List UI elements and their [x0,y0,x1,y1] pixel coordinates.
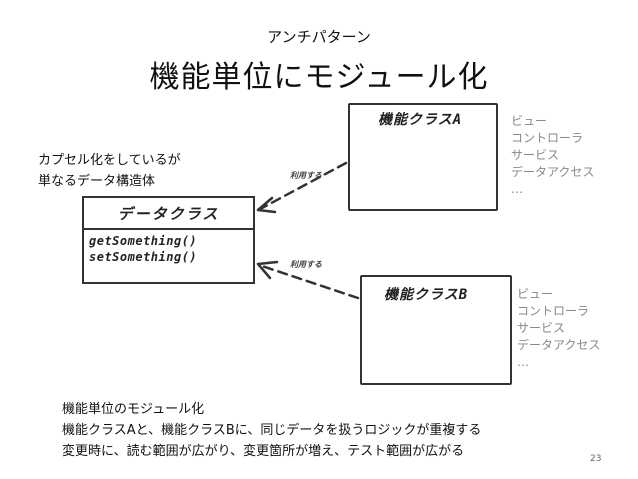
slide-subtitle: アンチパターン [267,28,371,46]
layer-item: データアクセス [517,338,601,352]
summary-line: 機能クラスAと、機能クラスBに、同じデータを扱うロジックが重複する [62,423,482,438]
layer-item: ビュー [517,287,554,301]
data-class-label: データクラス [84,198,253,230]
layer-item: コントローラ [511,131,584,145]
feature-class-b-label: 機能クラスB [384,287,469,303]
note-line: カプセル化をしているが [38,153,181,168]
encapsulation-note: カプセル化をしているが 単なるデータ構造体 [38,150,181,192]
class-b-layer-list: ビュー コントローラ サービス データアクセス … [517,286,600,371]
page-number: 23 [590,454,602,464]
feature-class-a-box: 機能クラスA [348,103,498,211]
summary-line: 変更時に、読む範囲が広がり、変更箇所が増え、テスト範囲が広がる [62,444,465,459]
data-class-box: データクラス getSomething() setSomething() [82,196,255,284]
uses-label-a: 利用する [290,171,322,180]
feature-class-b-box: 機能クラスB [360,275,512,385]
uses-label-b: 利用する [290,260,322,269]
arrow-a-to-data-line [260,161,348,210]
arrow-a-to-data-head [256,196,277,214]
slide-title: 機能単位にモジュール化 [149,60,489,95]
layer-item: … [517,355,529,369]
summary-line: 機能単位のモジュール化 [62,402,205,417]
class-a-layer-list: ビュー コントローラ サービス データアクセス … [511,113,594,198]
method-set: setSomething() [89,250,198,264]
feature-class-a-label: 機能クラスA [378,112,463,128]
layer-item: … [511,182,523,196]
layer-item: サービス [517,321,566,335]
layer-item: データアクセス [511,165,595,179]
summary-text: 機能単位のモジュール化 機能クラスAと、機能クラスBに、同じデータを扱うロジック… [62,399,481,462]
method-get: getSomething() [89,234,198,248]
layer-item: サービス [511,148,560,162]
arrow-b-to-data-head [256,260,279,280]
layer-item: ビュー [511,114,548,128]
arrow-b-to-data-line [260,264,360,300]
layer-item: コントローラ [517,304,590,318]
note-line: 単なるデータ構造体 [38,174,156,189]
data-class-methods: getSomething() setSomething() [84,230,253,265]
